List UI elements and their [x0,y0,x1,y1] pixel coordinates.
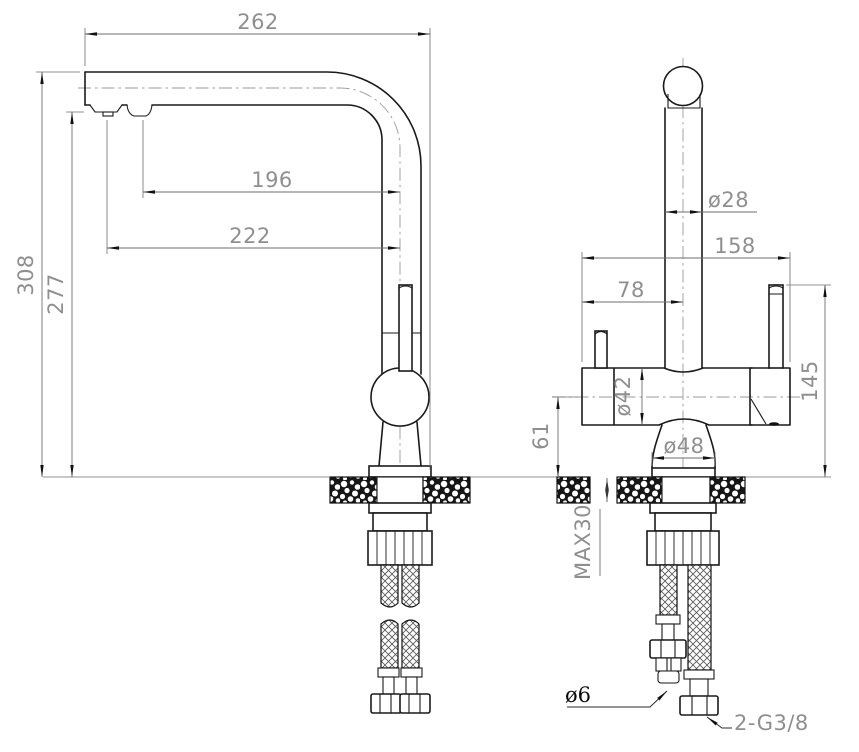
dim-body-diameter: ø42 [611,375,635,416]
side-view: 262 196 222 308 277 [14,10,831,714]
front-filter-hex-nut [649,639,687,659]
side-shank-cylinder [372,512,428,532]
side-hex-nut-left-facets [379,694,392,713]
dim-aerator-reach: 196 [251,168,293,192]
side-spout-inner [84,104,383,375]
side-outlet-tip-nub [102,111,114,117]
front-hose-supply [687,564,712,671]
front-countertop-far-left [556,476,591,504]
leader-g38 [706,716,732,729]
front-filter-tube [661,623,675,641]
side-hex-nut-right [399,693,431,714]
dim-overall-height: 308 [14,254,38,296]
front-mounting-nut-ribs [655,531,711,565]
front-supply-hex-nut [679,695,719,716]
side-hose-left-upper [380,564,399,608]
front-hose-filter [659,564,678,616]
side-base-flange [368,465,432,478]
front-supply-tube [689,678,709,697]
label-filter-tube-diameter: ø6 [565,683,591,707]
dim-overall-width: 158 [714,234,756,258]
side-hose-right-collar [400,667,423,678]
front-filter-collar [655,614,681,625]
side-outlet-tip [89,104,123,113]
front-handle-indicator-dot [769,422,779,426]
dim-tip-outlet-reach: 222 [229,224,271,248]
ext-158 [581,252,791,362]
side-hex-nut-left [370,693,402,714]
side-countertop-left [329,476,378,504]
front-filter-lever [594,330,608,369]
dim-tube-diameter: ø28 [708,188,749,212]
front-filter-ferrule [657,670,680,684]
side-hose-left-lower [380,619,399,669]
front-filter-hex-facets [660,640,676,658]
dim-deck-max-thickness: MAX30 [571,504,595,580]
side-base-taper [378,421,422,467]
leader-d6 [567,690,668,708]
front-shank [661,476,711,504]
front-filter-slot [666,658,672,671]
side-spout-outer [84,71,422,375]
front-filter-compression [655,657,682,672]
side-shank [376,476,424,504]
front-shank-cylinder [654,512,712,532]
dim-outlet-height: 277 [44,273,68,315]
front-countertop-right [709,476,746,504]
front-flange-nut [649,502,717,514]
side-spout-centerline [78,87,401,531]
front-handle-lever-top [768,285,784,295]
label-supply-thread: 2-G3/8 [734,711,809,735]
front-body [581,367,753,426]
side-hex-nut-right-facets [408,694,421,713]
side-handle-top [398,285,413,289]
side-hose-left-collar [377,667,400,678]
side-ball-joint [370,367,430,427]
dim-lever-offset: 78 [617,278,645,302]
side-mounting-nut [367,530,433,566]
dim-spout-reach: 262 [237,10,279,34]
front-view: ø28 158 78 ø42 61 145 ø48 MAX30 ø6 [529,58,831,735]
side-outlet-aerator [126,104,153,117]
front-spout-bend [662,65,704,107]
front-spout-cup [667,94,701,109]
front-handle-cap [749,367,791,426]
dim-handle-height: 145 [798,360,822,402]
front-supply-collar [683,669,715,680]
front-countertop-left [616,476,663,504]
side-flange-nut [368,502,432,514]
side-countertop-right [422,476,471,504]
side-hose-left-tube [382,676,395,695]
front-supply-hex-facets [691,696,708,715]
front-handle-lever [768,284,784,369]
front-base-flange [651,467,716,478]
dim-base-diameter: ø48 [663,434,704,458]
side-hose-right-lower [401,619,420,669]
dim-body-axis-height: 61 [529,422,553,450]
front-riser-tube [664,107,703,369]
side-hose-right-upper [401,564,420,608]
front-handle-cap-edge [750,398,767,425]
side-handle-lever [398,284,413,372]
side-mounting-nut-ribs [376,531,423,565]
front-filter-lever-top [594,330,608,335]
side-hose-right-tube [405,676,418,695]
